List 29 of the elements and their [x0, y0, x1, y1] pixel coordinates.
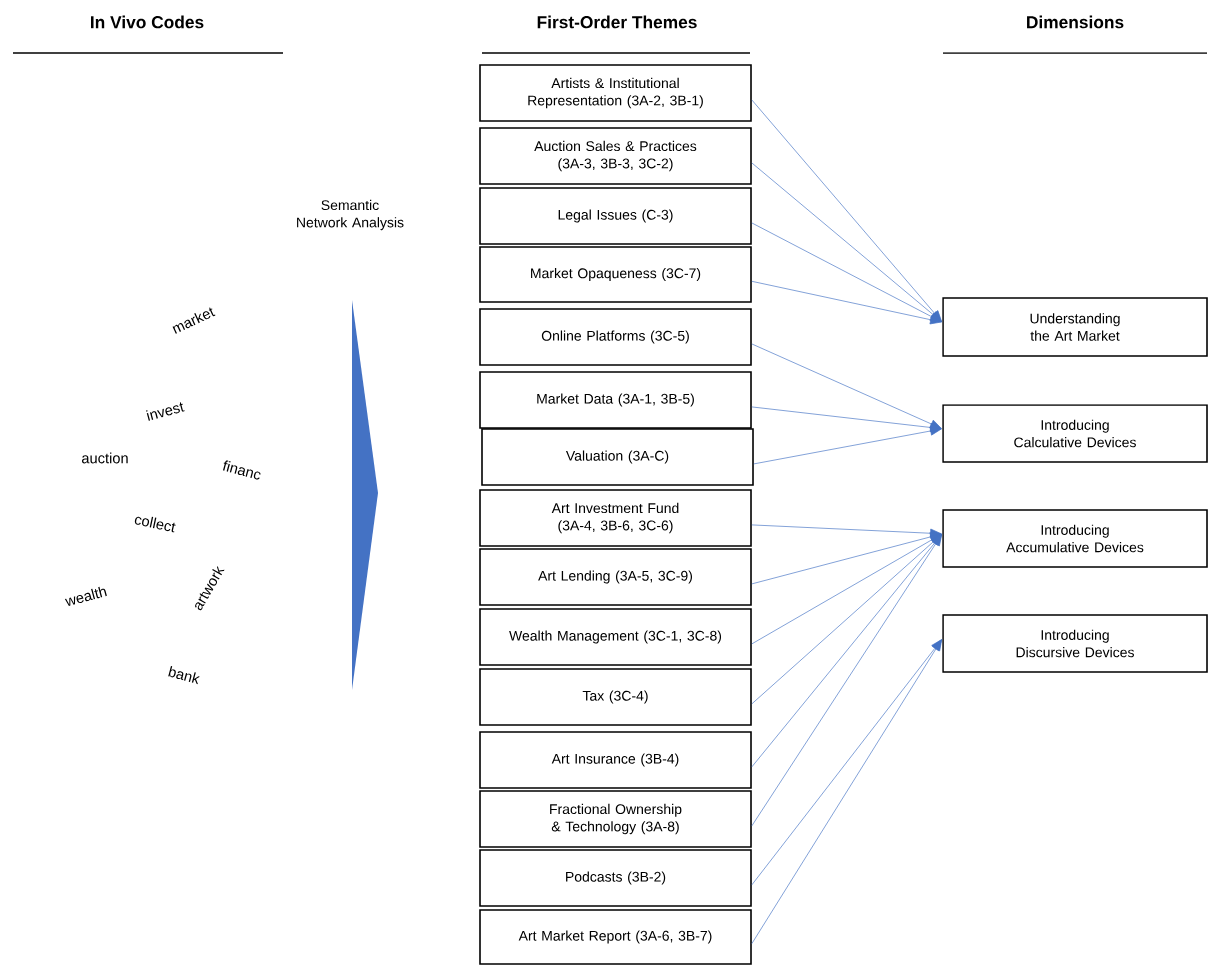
column-heading: First-Order Themes [537, 15, 697, 29]
dimension-box: Introducing Discursive Devices [942, 614, 1208, 673]
theme-box: Wealth Management (3C-1, 3C-8) [479, 608, 752, 666]
theme-box: Auction Sales & Practices (3A-3, 3B-3, 3C-2) [479, 127, 752, 185]
theme-box: Podcasts (3B-2) [479, 849, 752, 907]
theme-box: Art Investment Fund (3A-4, 3B-6, 3C-6) [479, 489, 752, 547]
theme-box: Artists & Institutional Representation (3A-2, 3B-1) [479, 64, 752, 122]
dimension-box: Introducing Calculative Devices [942, 404, 1208, 463]
dimension-box: Understanding the Art Market [942, 297, 1208, 357]
column-heading: In Vivo Codes [91, 15, 204, 29]
dimension-box: Introducing Accumulative Devices [942, 509, 1208, 568]
theme-box: Online Platforms (3C-5) [479, 308, 752, 366]
code-word: invest [146, 402, 185, 421]
theme-box: Valuation (3A-C) [481, 428, 754, 486]
theme-box: Art Market Report (3A-6, 3B-7) [479, 909, 752, 965]
theme-box: Market Opaqueness (3C-7) [479, 246, 752, 303]
code-word: bank [168, 665, 200, 685]
code-word: collect [134, 516, 176, 533]
code-word: wealth [64, 586, 107, 606]
method-label: Semantic Network Analysis [297, 199, 404, 231]
theme-box: Market Data (3A-1, 3B-5) [479, 371, 752, 429]
theme-box: Legal Issues (C-3) [479, 187, 752, 245]
theme-box: Art Insurance (3B-4) [479, 731, 752, 789]
theme-box: Art Lending (3A-5, 3C-9) [479, 548, 752, 606]
code-word: auction [82, 452, 128, 464]
theme-box: Tax (3C-4) [479, 668, 752, 726]
theme-box: Fractional Ownership & Technology (3A-8) [479, 790, 752, 848]
code-word: financ [223, 460, 261, 480]
column-heading: Dimensions [1027, 15, 1124, 29]
